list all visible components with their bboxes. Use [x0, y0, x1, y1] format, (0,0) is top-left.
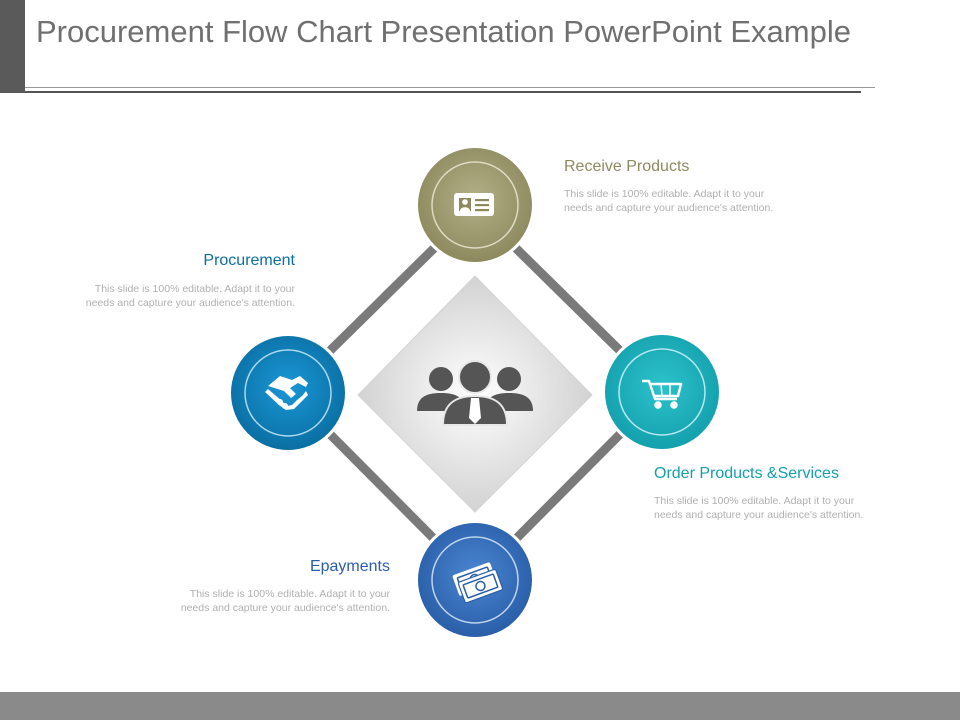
procurement-title: Procurement	[203, 252, 295, 269]
handshake-icon	[265, 376, 308, 410]
procurement-node	[228, 333, 348, 453]
title-rule-thin	[25, 87, 875, 88]
receive-products-title: Receive Products	[564, 158, 690, 175]
epayments-title: Epayments	[309, 558, 390, 575]
title-accent-bar	[0, 0, 25, 93]
footer-bar	[0, 692, 960, 720]
shopping-cart-icon	[642, 379, 683, 409]
receive-products-desc: This slide is 100% editable. Adapt it to…	[564, 188, 774, 214]
procurement-desc: This slide is 100% editable. Adapt it to…	[85, 283, 295, 309]
epayments-desc: This slide is 100% editable. Adapt it to…	[180, 588, 390, 614]
money-icon	[452, 562, 504, 604]
team-icon	[417, 360, 533, 426]
id-card-icon	[454, 193, 494, 216]
order-products-node	[602, 332, 722, 452]
epayments-node	[415, 520, 535, 640]
order-products-desc: This slide is 100% editable. Adapt it to…	[654, 495, 864, 521]
order-products-title: Order Products &Services	[654, 465, 839, 482]
receive-products-node	[415, 145, 535, 265]
slide-title: Procurement Flow Chart Presentation Powe…	[36, 14, 851, 49]
title-rule-thick	[25, 91, 861, 93]
